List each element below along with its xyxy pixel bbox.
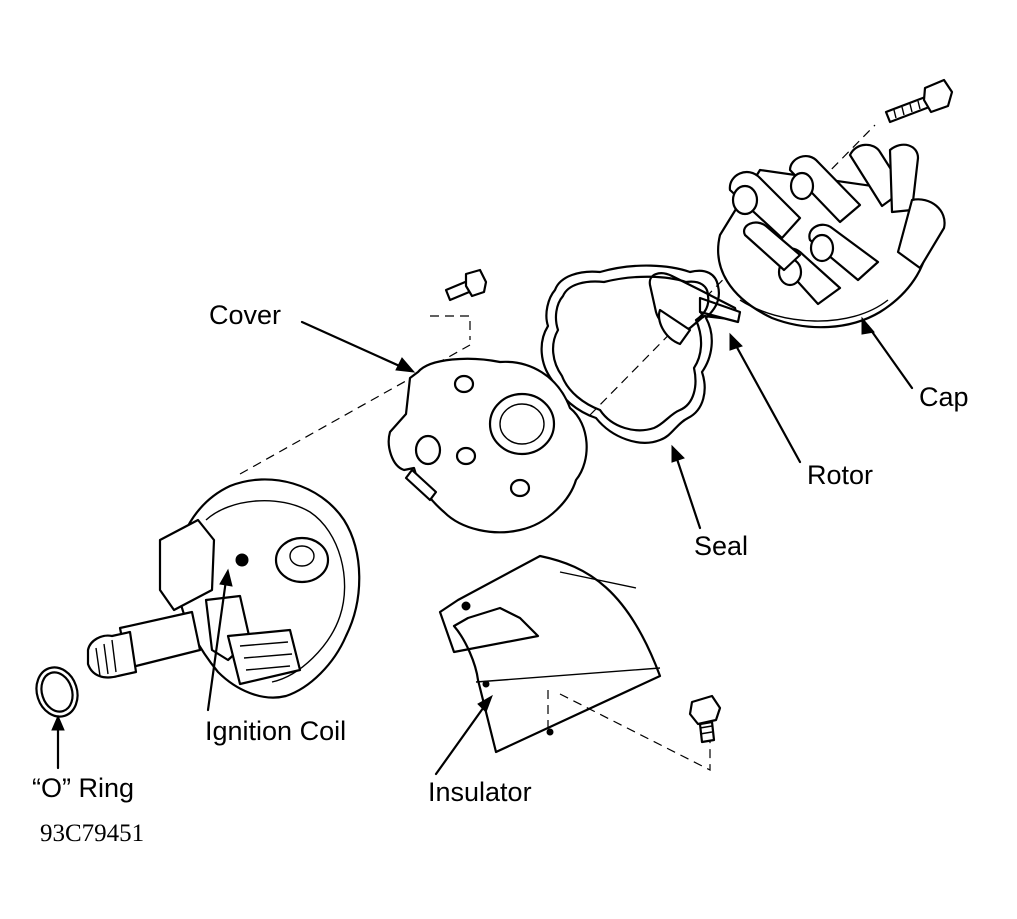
rotor-label: Rotor [807, 460, 874, 490]
cover-part [387, 357, 588, 534]
insulator-screw-part [688, 694, 722, 744]
distributor-housing-part [86, 478, 361, 699]
distributor-cap-part [717, 143, 946, 329]
o-ring-part [35, 666, 79, 718]
insulator-label: Insulator [428, 777, 532, 807]
rotor-part [648, 272, 742, 346]
o-ring-label: “O” Ring [32, 773, 135, 803]
cap-screw-part [884, 78, 954, 124]
cover-label: Cover [209, 300, 282, 330]
insulator-part [438, 554, 711, 771]
cover-screw-part [430, 268, 488, 340]
leader-arrows [51, 316, 914, 776]
seal-label: Seal [694, 531, 749, 561]
cap-label: Cap [919, 382, 969, 412]
figure-reference-number: 93C79451 [40, 820, 145, 847]
ignition-coil-label: Ignition Coil [205, 716, 347, 746]
